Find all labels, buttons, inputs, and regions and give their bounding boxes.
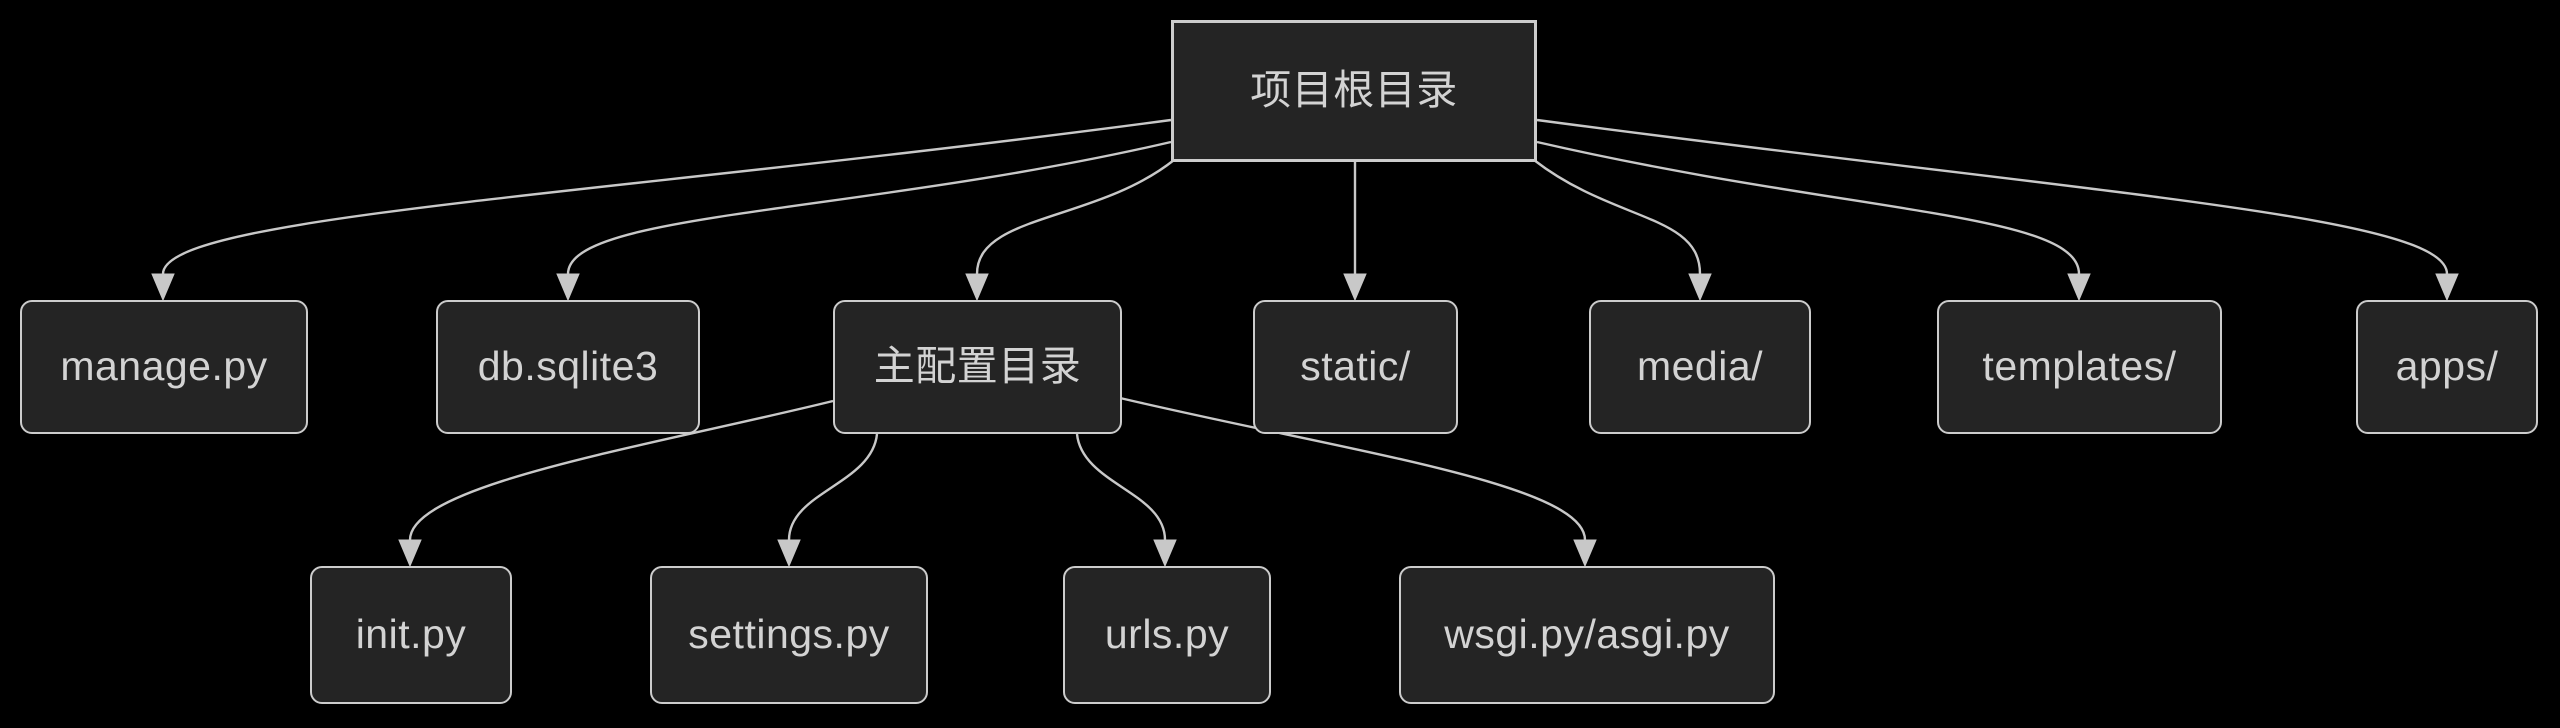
edge-config-to-init xyxy=(408,399,834,541)
edge-root-to-templates xyxy=(1536,140,2081,275)
arrowhead-init xyxy=(398,539,422,568)
arrowhead-media xyxy=(1688,273,1712,302)
edge-root-to-manage xyxy=(161,118,1172,275)
node-label-templates: templates/ xyxy=(1982,343,2177,390)
node-label-media: media/ xyxy=(1636,343,1764,390)
arrowhead-apps xyxy=(2435,273,2459,302)
arrowhead-config xyxy=(965,273,989,302)
node-label-urls: urls.py xyxy=(1104,611,1230,658)
edge-root-to-config xyxy=(975,159,1175,275)
edge-config-to-settings xyxy=(787,433,879,541)
arrowhead-settings xyxy=(777,539,801,568)
node-config: 主配置目录 xyxy=(833,300,1122,434)
node-templates: templates/ xyxy=(1937,300,2222,434)
node-urls: urls.py xyxy=(1063,566,1271,704)
node-static: static/ xyxy=(1253,300,1458,434)
node-label-static: static/ xyxy=(1300,343,1411,390)
edge-root-to-db xyxy=(566,140,1172,275)
node-apps: apps/ xyxy=(2356,300,2538,434)
node-label-config: 主配置目录 xyxy=(873,343,1082,390)
edge-config-to-urls xyxy=(1075,433,1167,541)
arrowhead-templates xyxy=(2067,273,2091,302)
edge-config-to-wsgi xyxy=(1119,396,1587,541)
node-label-settings: settings.py xyxy=(688,611,890,658)
arrowhead-static xyxy=(1343,273,1367,302)
arrowhead-db xyxy=(556,273,580,302)
node-db: db.sqlite3 xyxy=(436,300,700,434)
node-manage: manage.py xyxy=(20,300,308,434)
node-init: init.py xyxy=(310,566,512,704)
node-label-init: init.py xyxy=(355,611,467,658)
node-label-db: db.sqlite3 xyxy=(477,343,659,390)
node-label-root: 项目根目录 xyxy=(1250,67,1458,114)
node-label-wsgi: wsgi.py/asgi.py xyxy=(1444,611,1730,658)
node-media: media/ xyxy=(1589,300,1811,434)
arrowhead-wsgi xyxy=(1573,539,1597,568)
edge-root-to-media xyxy=(1533,159,1702,275)
arrowhead-urls xyxy=(1153,539,1177,568)
node-wsgi: wsgi.py/asgi.py xyxy=(1399,566,1775,704)
node-settings: settings.py xyxy=(650,566,928,704)
arrowhead-manage xyxy=(151,273,175,302)
node-root: 项目根目录 xyxy=(1171,20,1537,162)
node-label-apps: apps/ xyxy=(2395,343,2499,390)
node-label-manage: manage.py xyxy=(60,343,268,390)
edge-root-to-apps xyxy=(1536,118,2449,275)
